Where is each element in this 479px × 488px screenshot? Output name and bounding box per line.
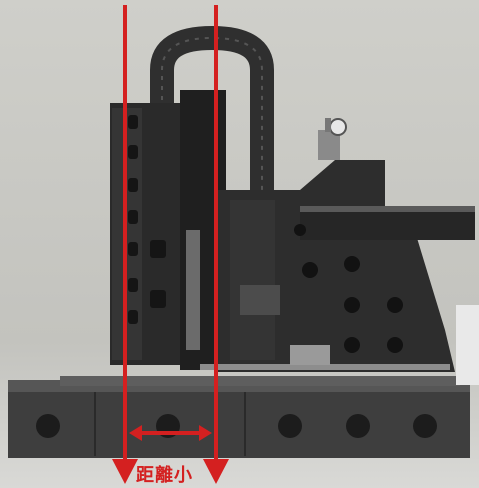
machine-base (8, 388, 470, 458)
distance-label: 距離小 (136, 465, 193, 486)
right-arrowhead (199, 425, 212, 441)
left-arrowhead (129, 425, 142, 441)
distance-annotation (123, 5, 218, 462)
left-down-arrow (112, 459, 138, 484)
right-down-arrow (203, 459, 229, 484)
